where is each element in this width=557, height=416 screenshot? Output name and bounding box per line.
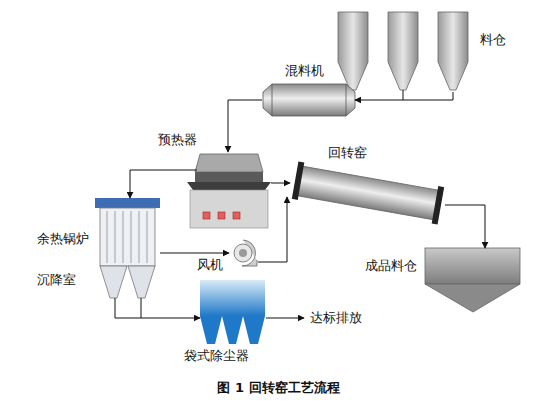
- product-bin: 成品料仓: [425, 248, 520, 312]
- flow-arrow: [258, 197, 287, 262]
- equipment-label: 袋式除尘器: [184, 348, 249, 364]
- settling-chamber: 沉降室: [100, 266, 155, 298]
- flow-arrow: [355, 92, 453, 100]
- flow-arrow: [115, 298, 200, 318]
- equipment-label: 预热器: [158, 132, 197, 148]
- flow-arrow: [130, 170, 197, 198]
- equipment-label: 混料机: [285, 63, 324, 79]
- figure-caption: 图 1 回转窑工艺流程: [0, 379, 557, 397]
- rotary-kiln: 回转窑: [290, 165, 445, 218]
- equipment-label: 成品料仓: [365, 258, 417, 274]
- equipment-label: 回转窑: [328, 145, 367, 161]
- discharge-label: 达标排放: [310, 310, 362, 326]
- equipment-label: 料仓: [480, 32, 506, 48]
- flow-arrow: [445, 205, 485, 248]
- equipment-label: 余热锅炉: [37, 231, 89, 247]
- equipment-label: 风机: [197, 257, 223, 273]
- mixer: 混料机: [262, 82, 355, 118]
- equipment-label: 沉降室: [37, 272, 76, 288]
- waste-heat-boiler: 余热锅炉: [95, 198, 160, 266]
- silo-group: 料仓: [335, 10, 475, 92]
- flow-arrow: [160, 253, 229, 254]
- preheater: 预热器: [185, 152, 271, 230]
- fan: 风机: [229, 240, 258, 267]
- bag-filter: 袋式除尘器: [200, 280, 265, 345]
- flow-arrow: [228, 100, 262, 152]
- flow-arrow: [271, 183, 290, 184]
